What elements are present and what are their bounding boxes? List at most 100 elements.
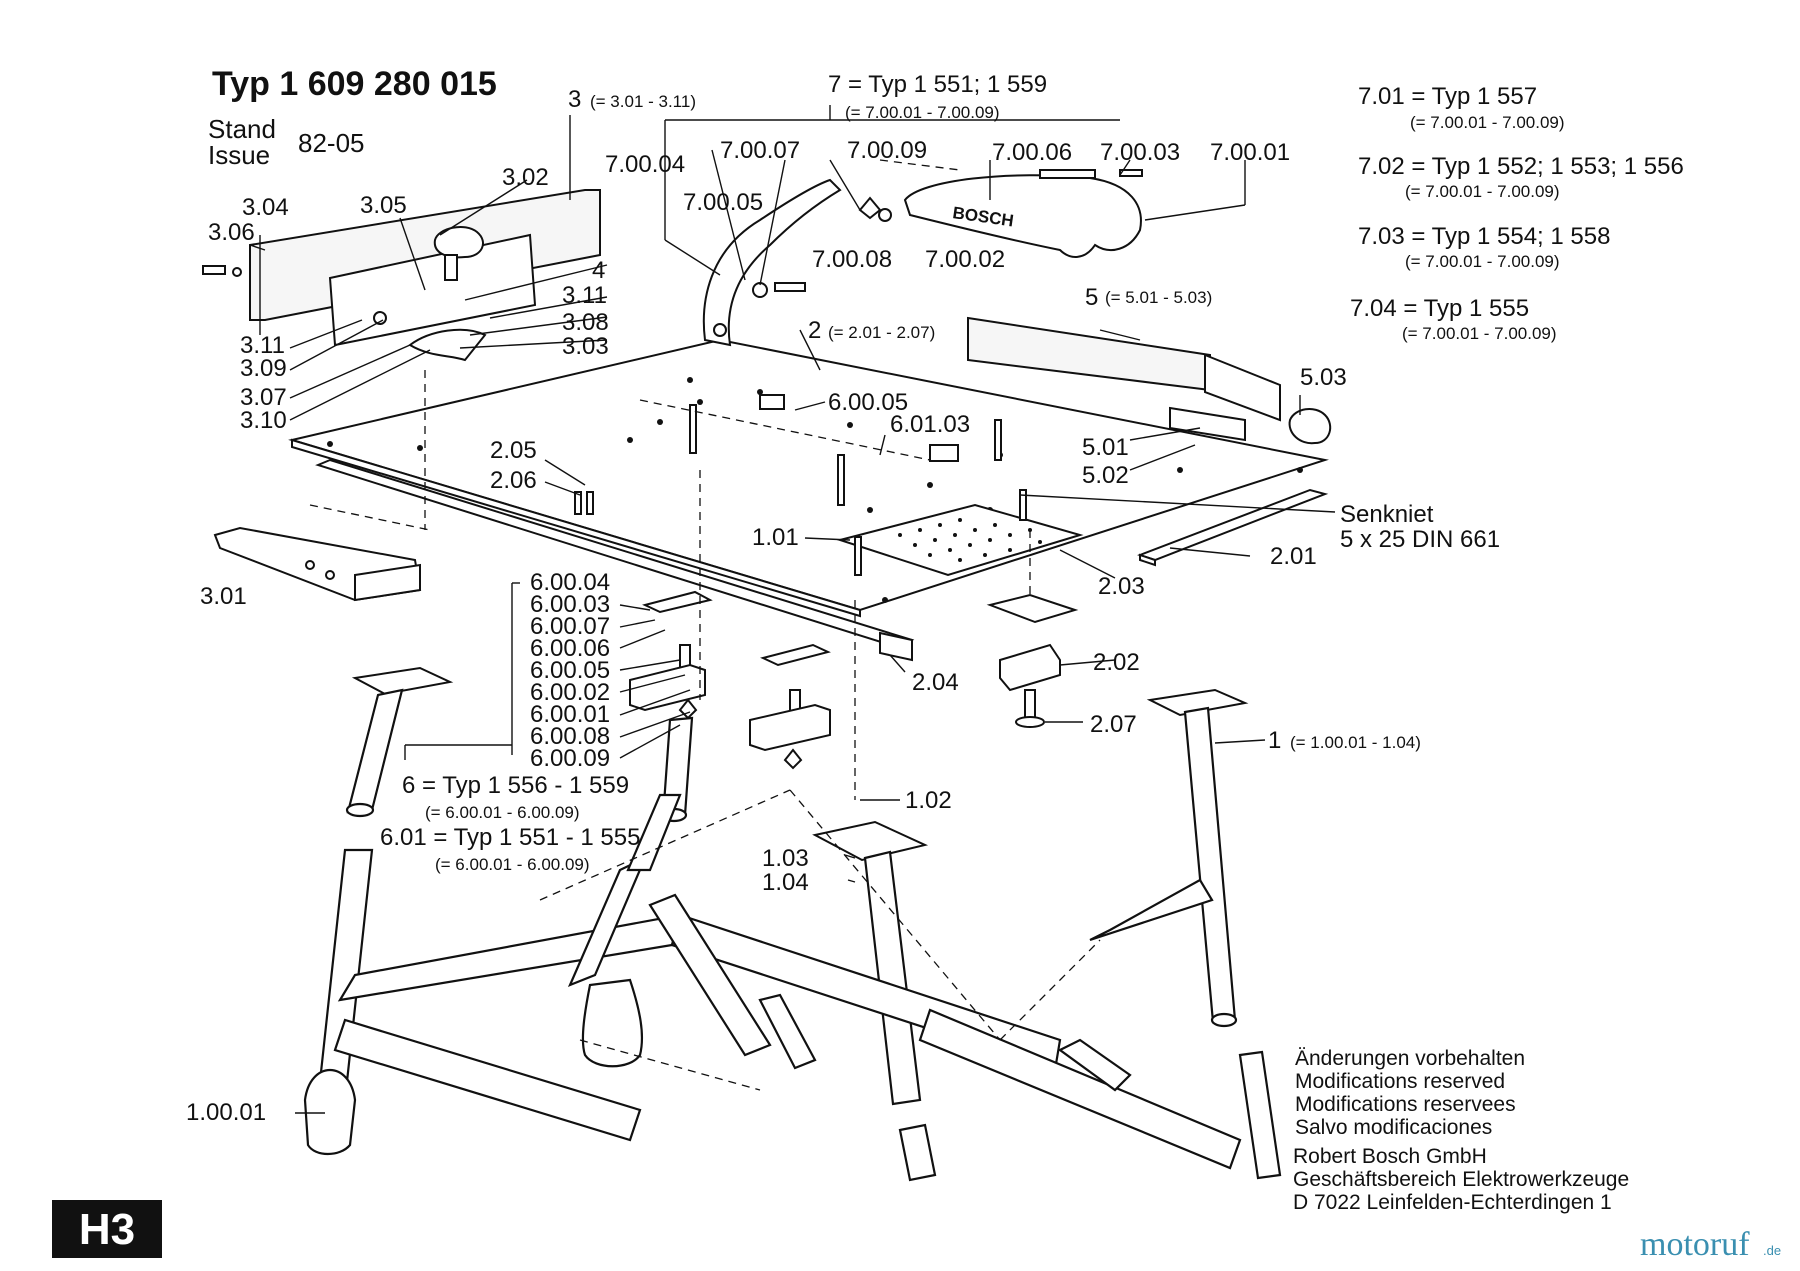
guard-pin (1039, 169, 1096, 179)
label-5-02: 5.02 (1082, 462, 1129, 489)
stand-frame (303, 666, 1282, 1182)
label-5-03: 5.03 (1300, 364, 1347, 391)
label-6-00-06: 6.00.06 (530, 635, 610, 662)
company-address: D 7022 Leinfelden-Echterdingen 1 (1293, 1191, 1612, 1214)
type-note-4: 7.04 = Typ 1 555 (1350, 295, 1529, 322)
mitre-screw (202, 265, 226, 275)
label-3-06: 3.06 (208, 219, 255, 246)
label-7-00-07: 7.00.07 (720, 137, 800, 164)
rip-fence (967, 316, 1211, 392)
type-note-2: 7.02 = Typ 1 552; 1 553; 1 556 (1358, 153, 1684, 180)
label-1-02: 1.02 (905, 787, 952, 814)
group-6-range: (= 6.00.01 - 6.00.09) (425, 803, 580, 822)
guard-pin-small (1119, 169, 1143, 177)
label-7-00-01: 7.00.01 (1210, 139, 1290, 166)
label-2-05: 2.05 (490, 437, 537, 464)
clamp-plate (986, 593, 1079, 624)
blade-guard (903, 174, 1142, 258)
label-7-00-06: 7.00.06 (992, 139, 1072, 166)
label-7-00-02: 7.00.02 (925, 246, 1005, 273)
company-division: Geschäftsbereich Elektrowerkzeuge (1293, 1168, 1629, 1191)
watermark-logo: motoruf (1640, 1226, 1750, 1263)
bracket-a (629, 663, 706, 712)
guard-arm-pivot (713, 323, 727, 337)
label-2-02: 2.02 (1093, 649, 1140, 676)
page-code-box (52, 1200, 162, 1258)
label-2-06: 2.06 (490, 467, 537, 494)
insert-plate (836, 503, 1084, 577)
label-3-01: 3.01 (200, 583, 247, 610)
group-3-label: 3 (568, 86, 581, 113)
mitre-knob (433, 225, 484, 259)
group-7-range: (= 7.00.01 - 7.00.09) (845, 103, 1000, 122)
watermark-suffix: .de (1763, 1243, 1781, 1258)
bracket-plate-b (760, 643, 831, 667)
senkniet-spec: 5 x 25 DIN 661 (1340, 526, 1500, 553)
mitre-slide-end (354, 563, 421, 602)
clamp-block (999, 643, 1061, 692)
label-2-03: 2.03 (1098, 573, 1145, 600)
fence-knob (1288, 408, 1332, 445)
wing-nut (858, 196, 882, 220)
label-1-01: 1.01 (752, 524, 799, 551)
label-3-07: 3.07 (240, 384, 287, 411)
stand-label: Stand (208, 114, 276, 144)
type-note-4-range: (= 7.00.01 - 7.00.09) (1402, 324, 1557, 343)
bracket-plate-a (642, 590, 713, 614)
label-1-04: 1.04 (762, 869, 809, 896)
label-3-04: 3.04 (242, 194, 289, 221)
type-heading: Typ 1 609 280 015 (212, 65, 497, 103)
table-top-edge (291, 438, 861, 618)
label-6-00-05-top: 6.00.05 (828, 389, 908, 416)
label-6-00-01: 6.00.01 (530, 701, 610, 728)
group-5-range: (= 5.01 - 5.03) (1105, 288, 1212, 307)
label-3-11-b: 3.11 (240, 332, 285, 359)
label-7-00-03: 7.00.03 (1100, 139, 1180, 166)
footer-note-de: Änderungen vorbehalten (1295, 1047, 1525, 1070)
issue-label: Issue (208, 140, 270, 170)
group-2-range: (= 2.01 - 2.07) (828, 323, 935, 342)
group-5-label: 5 (1085, 284, 1098, 311)
guard-washer (878, 208, 892, 222)
label-6-00-02: 6.00.02 (530, 679, 610, 706)
group-2-label: 2 (808, 317, 821, 344)
arm-bolt (774, 282, 806, 292)
label-6-00-07: 6.00.07 (530, 613, 610, 640)
group-7-label: 7 = Typ 1 551; 1 559 (828, 71, 1047, 98)
senkniet-label: Senkniet (1340, 501, 1434, 528)
clamp-foot (1015, 716, 1045, 728)
rip-fence-head (1204, 353, 1281, 422)
label-3-10: 3.10 (240, 407, 287, 434)
company-name: Robert Bosch GmbH (1293, 1145, 1487, 1168)
label-4: 4 (592, 257, 605, 284)
label-6-00-05: 6.00.05 (530, 657, 610, 684)
label-3-05: 3.05 (360, 192, 407, 219)
mitre-protractor (408, 328, 487, 362)
wing-nut-b (783, 748, 803, 770)
bracket-b (749, 703, 831, 752)
label-6-01-03: 6.01.03 (890, 411, 970, 438)
footer-note-en: Modifications reserved (1295, 1070, 1505, 1093)
clamp-screw (1024, 689, 1036, 719)
label-3-02: 3.02 (502, 164, 549, 191)
mitre-knob-stem (444, 254, 458, 281)
type-note-3-range: (= 7.00.01 - 7.00.09) (1405, 252, 1560, 271)
leader-lines (259, 105, 1336, 1114)
group-6-label: 6 = Typ 1 556 - 1 559 (402, 772, 629, 799)
label-6-00-08: 6.00.08 (530, 723, 610, 750)
insert-plate-holes (898, 518, 1042, 562)
front-rail-end (879, 631, 913, 662)
label-7-00-09: 7.00.09 (847, 137, 927, 164)
label-6-00-03: 6.00.03 (530, 591, 610, 618)
label-2-07: 2.07 (1090, 711, 1137, 738)
label-2-01: 2.01 (1270, 543, 1317, 570)
type-note-1-range: (= 7.00.01 - 7.00.09) (1410, 113, 1565, 132)
label-3-03: 3.03 (562, 333, 609, 360)
label-1-03: 1.03 (762, 845, 809, 872)
group-1-range: (= 1.00.01 - 1.04) (1290, 733, 1421, 752)
label-6-00-09: 6.00.09 (530, 745, 610, 772)
label-7-00-05: 7.00.05 (683, 189, 763, 216)
rip-fence-clamp (1169, 406, 1246, 442)
footer-note-es: Salvo modificaciones (1295, 1116, 1492, 1139)
